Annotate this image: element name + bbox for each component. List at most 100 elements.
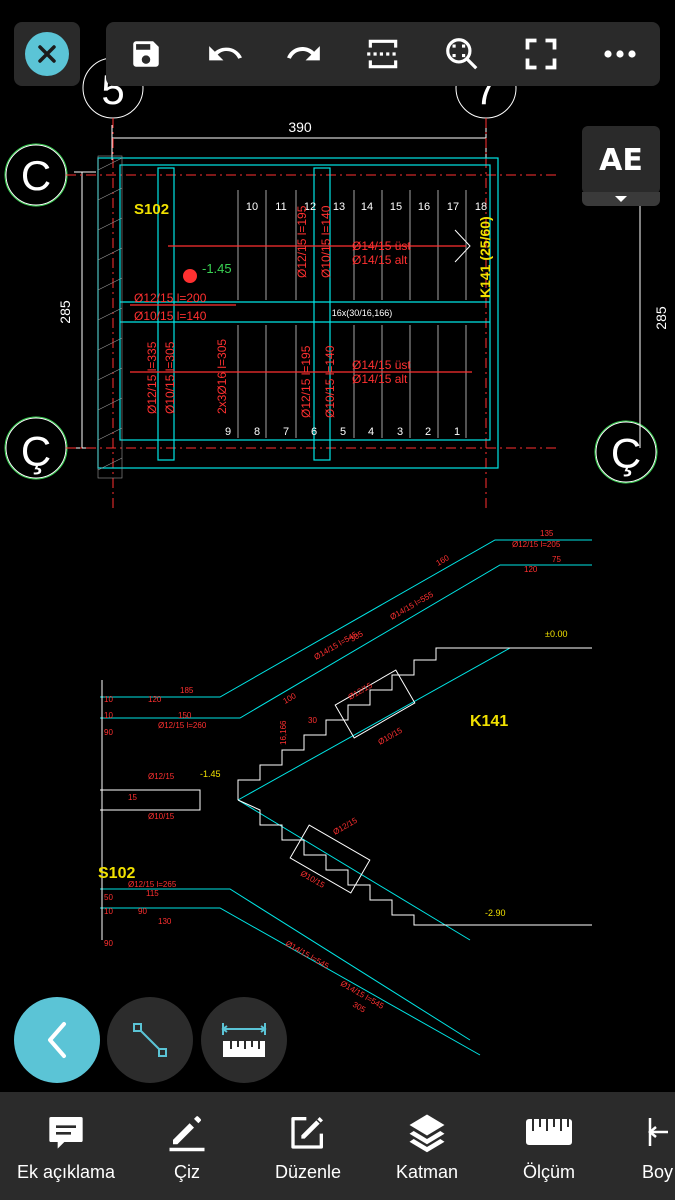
back-button[interactable] — [14, 997, 100, 1083]
cad-drawing-canvas[interactable]: C Ç Ç 5 7 390 285 285 — [0, 0, 675, 1092]
section-dim-2: 120 — [148, 695, 162, 704]
zoom-search-icon — [446, 38, 478, 70]
section-dim-7: 100 — [282, 691, 299, 706]
more-icon — [604, 50, 637, 58]
section-dim-11: 135 — [540, 529, 554, 538]
bottom-nav: Ek açıklama Çiz Düzenle Katman Ölçüm Boy — [0, 1092, 675, 1200]
nav-annotation-label: Ek açıklama — [16, 1162, 116, 1182]
pencil-icon — [169, 1116, 205, 1152]
grid-label-c: C — [21, 152, 51, 199]
section-rebar-11: Ø12/15 l=265 — [128, 880, 177, 889]
rebar-plan-10: Ø12/15 l=195 — [299, 345, 313, 418]
step-num-14: 14 — [361, 201, 373, 213]
step-num-7: 7 — [283, 426, 289, 438]
nav-draw-label: Çiz — [174, 1162, 200, 1182]
section-dim-15: 50 — [104, 893, 113, 902]
section-rebar-9: Ø12/15 — [332, 816, 360, 837]
section-dim-12: 160 — [435, 553, 452, 568]
text-style-expand[interactable] — [582, 192, 660, 206]
redo-icon — [286, 46, 320, 61]
step-num-17: 17 — [447, 201, 459, 213]
section-dim-6: 90 — [104, 728, 113, 737]
comment-icon — [49, 1117, 83, 1149]
section-dim-4: 10 — [104, 711, 113, 720]
dim-width-label: 390 — [288, 119, 312, 135]
section-rebar-5: Ø12/15 — [148, 772, 175, 781]
zoom-search-button[interactable] — [436, 28, 488, 80]
plan-label-s102: S102 — [134, 201, 169, 218]
section-rebar-4: Ø12/15 l=260 — [158, 721, 207, 730]
section-label-s102: S102 — [98, 865, 135, 882]
landing-label: 16x(30/16,166) — [332, 308, 393, 318]
fullscreen-button[interactable] — [515, 28, 567, 80]
section-dim-17: 10 — [104, 907, 113, 916]
fullscreen-icon — [525, 38, 557, 70]
section-dim-1: 10 — [104, 695, 113, 704]
measure-tool-button[interactable] — [201, 997, 287, 1083]
section-level-0: ±0.00 — [545, 629, 567, 639]
step-num-16: 16 — [418, 201, 430, 213]
nav-edit[interactable]: Düzenle — [258, 1092, 358, 1200]
text-style-label: AE — [599, 142, 643, 178]
chevron-down-icon — [615, 196, 627, 202]
text-style-button[interactable]: AE — [582, 126, 660, 194]
section-dim-13: 30 — [308, 716, 317, 725]
fit-width-icon — [367, 39, 399, 69]
back-icon — [48, 1022, 66, 1058]
nav-measure-label: Ölçüm — [522, 1162, 575, 1182]
undo-icon — [208, 46, 242, 61]
rebar-plan-6: Ø14/15 alt — [352, 253, 408, 267]
nav-draw[interactable]: Çiz — [140, 1092, 234, 1200]
step-num-3: 3 — [397, 426, 403, 438]
section-dim-14: 15 — [128, 793, 137, 802]
nav-layers-label: Katman — [395, 1162, 459, 1182]
section-dim-16: 115 — [146, 889, 159, 898]
section-dim-18: 90 — [138, 907, 147, 916]
section-rebar-6: Ø10/15 — [148, 812, 175, 821]
nav-dimension-label: Boy — [642, 1162, 674, 1182]
beam-label-k141: K141 (25/60) — [477, 216, 493, 298]
undo-button[interactable] — [199, 28, 251, 80]
save-button[interactable] — [120, 28, 172, 80]
step-num-12: 12 — [304, 201, 316, 213]
section-level-1: -1.45 — [200, 769, 221, 779]
step-num-4: 4 — [368, 426, 374, 438]
top-toolbar — [106, 22, 660, 86]
section-rebar-8: Ø10/15 — [377, 726, 405, 747]
section-dim-9: 120 — [524, 565, 538, 574]
line-tool-icon — [133, 1023, 167, 1057]
rebar-plan-7: Ø12/15 l=335 — [145, 341, 159, 414]
line-tool-button[interactable] — [107, 997, 193, 1083]
step-num-8: 8 — [254, 426, 260, 438]
step-num-6: 6 — [311, 426, 317, 438]
nav-edit-label: Düzenle — [274, 1162, 342, 1182]
step-num-15: 15 — [390, 201, 402, 213]
dimension-icon — [648, 1118, 668, 1146]
nav-dimension[interactable]: Boy — [628, 1092, 675, 1200]
nav-annotation[interactable]: Ek açıklama — [10, 1092, 122, 1200]
section-dim-19: 130 — [158, 917, 172, 926]
dim-height-left: 285 — [57, 300, 73, 324]
nav-measure[interactable]: Ölçüm — [502, 1092, 596, 1200]
section-dim-20: 90 — [104, 939, 113, 948]
rebar-plan-3: Ø12/15 l=195 — [295, 205, 309, 278]
more-button[interactable] — [594, 28, 646, 80]
section-rebar-12: Ø14/15 l=545 — [284, 939, 331, 971]
section-dim-21: 305 — [351, 1000, 368, 1015]
section-dim-3: 185 — [180, 686, 194, 695]
nav-layers[interactable]: Katman — [380, 1092, 474, 1200]
section-level-2: -2.90 — [485, 908, 506, 918]
step-num-11: 11 — [275, 201, 286, 213]
section-rebar-1: Ø12/15 l=205 — [512, 540, 561, 549]
rebar-plan-13: Ø14/15 alt — [352, 372, 408, 386]
fit-width-button[interactable] — [357, 28, 409, 80]
section-dim-10: 75 — [552, 555, 561, 564]
section-rebar-10: Ø10/15 — [299, 869, 327, 890]
grid-label-c-cedilla-right: Ç — [611, 430, 641, 477]
level-marker — [183, 269, 197, 283]
redo-button[interactable] — [278, 28, 330, 80]
step-num-18: 18 — [475, 201, 487, 213]
step-num-1: 1 — [454, 426, 460, 438]
close-icon — [25, 32, 69, 76]
close-button[interactable] — [14, 22, 80, 86]
